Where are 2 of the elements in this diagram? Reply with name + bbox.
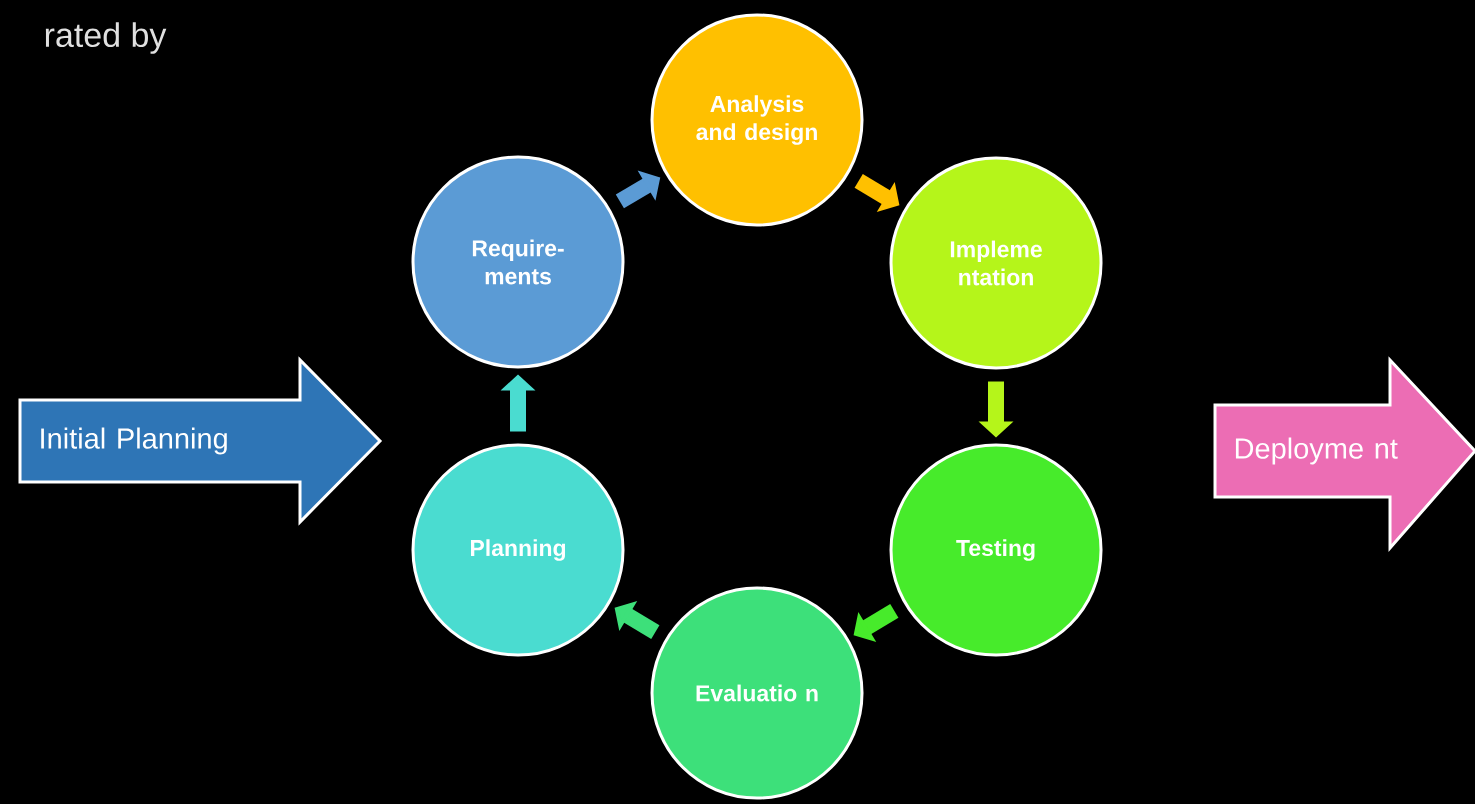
chevron-arrow (853, 604, 899, 643)
slide-text: rated by (45, 22, 167, 54)
